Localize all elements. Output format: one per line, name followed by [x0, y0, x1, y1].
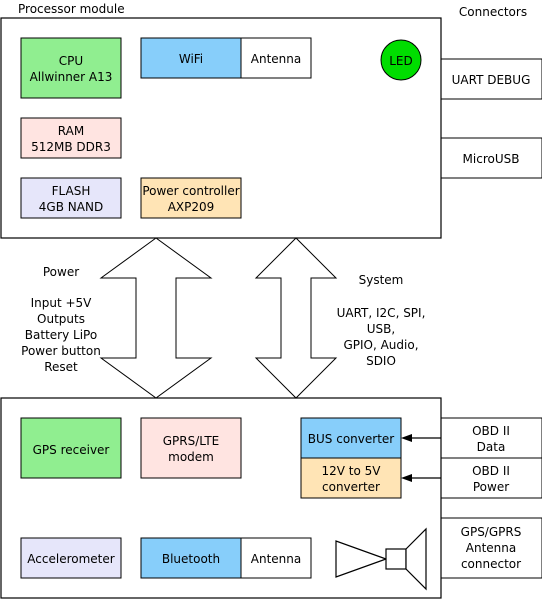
obd-power-label-line1: OBD II: [472, 464, 510, 478]
connectors-title: Connectors: [459, 5, 527, 19]
gps-antenna-connector: [440, 517, 542, 579]
power-controller-label-line2: AXP209: [168, 200, 215, 214]
power-line-battery: Battery LiPo: [25, 328, 97, 342]
gps-antenna-label-line1: GPS/GPRS: [461, 525, 522, 539]
ram-label-line1: RAM: [58, 124, 84, 138]
flash-label-line2: 4GB NAND: [39, 200, 103, 214]
obd-data-label-line2: Data: [477, 440, 506, 454]
power-line-button: Power button: [21, 344, 101, 358]
obd-data-label-line1: OBD II: [472, 424, 510, 438]
wifi-label: WiFi: [179, 52, 203, 66]
uart-debug-connector: [440, 58, 542, 100]
bluetooth-block: [140, 537, 242, 579]
gps-receiver-block: [20, 417, 122, 479]
accelerometer-block: [20, 537, 122, 579]
system-line-1: UART, I2C, SPI,: [337, 306, 426, 320]
gprs-modem-label-line2: modem: [168, 450, 214, 464]
bt-antenna-label: Antenna: [251, 552, 301, 566]
system-line-3: GPIO, Audio,: [343, 338, 418, 352]
wifi-antenna-label: Antenna: [251, 52, 301, 66]
obd-power-connector: [440, 457, 542, 499]
system-line-4: SDIO: [366, 354, 396, 368]
power-line-outputs: Outputs: [37, 312, 85, 326]
system-bus-arrow-icon: [254, 237, 338, 399]
accelerometer-label: Accelerometer: [27, 552, 114, 566]
power-heading: Power: [43, 265, 79, 279]
uart-debug-label: UART DEBUG: [452, 73, 531, 87]
gprs-modem-label-line1: GPRS/LTE: [163, 434, 219, 448]
obd-power-label-line2: Power: [473, 480, 509, 494]
bluetooth-label: Bluetooth: [162, 552, 220, 566]
flash-label-line1: FLASH: [52, 184, 91, 198]
ram-label-line2: 512MB DDR3: [31, 140, 111, 154]
cpu-label-line1: CPU: [59, 54, 83, 68]
power-line-reset: Reset: [44, 360, 78, 374]
dc-converter-block: [300, 457, 402, 499]
cpu-label-line2: Allwinner A13: [30, 70, 113, 84]
flash-block: [20, 177, 122, 219]
led-label: LED: [389, 54, 413, 68]
wifi-antenna-block: [240, 37, 312, 79]
power-line-input: Input +5V: [31, 296, 93, 310]
bt-antenna-block: [240, 537, 312, 579]
ram-block: [20, 117, 122, 159]
processor-module-title: Processor module: [18, 2, 125, 16]
obd-data-arrowhead-icon: [401, 434, 412, 442]
wifi-block: [140, 37, 242, 79]
power-bus-arrow-icon: [99, 237, 213, 399]
bus-converter-label: BUS converter: [308, 432, 394, 446]
gps-antenna-label-line3: connector: [461, 557, 521, 571]
power-controller-label-line1: Power controller: [142, 184, 239, 198]
gprs-modem-block: [140, 417, 242, 479]
gps-receiver-label: GPS receiver: [33, 443, 110, 457]
antenna-symbol-icon: [335, 527, 427, 591]
system-heading: System: [359, 273, 404, 287]
power-controller-block: [140, 177, 242, 219]
dc-converter-label-line1: 12V to 5V: [322, 464, 382, 478]
led-indicator-icon: [380, 39, 422, 81]
microusb-connector: [440, 137, 542, 179]
microusb-label: MicroUSB: [463, 152, 520, 166]
dc-converter-label-line2: converter: [322, 480, 380, 494]
cpu-block: [20, 37, 122, 99]
bus-converter-block: [300, 417, 402, 459]
system-line-2: USB,: [367, 322, 395, 336]
gps-antenna-label-line2: Antenna: [466, 541, 516, 555]
obd-power-arrowhead-icon: [401, 474, 412, 482]
